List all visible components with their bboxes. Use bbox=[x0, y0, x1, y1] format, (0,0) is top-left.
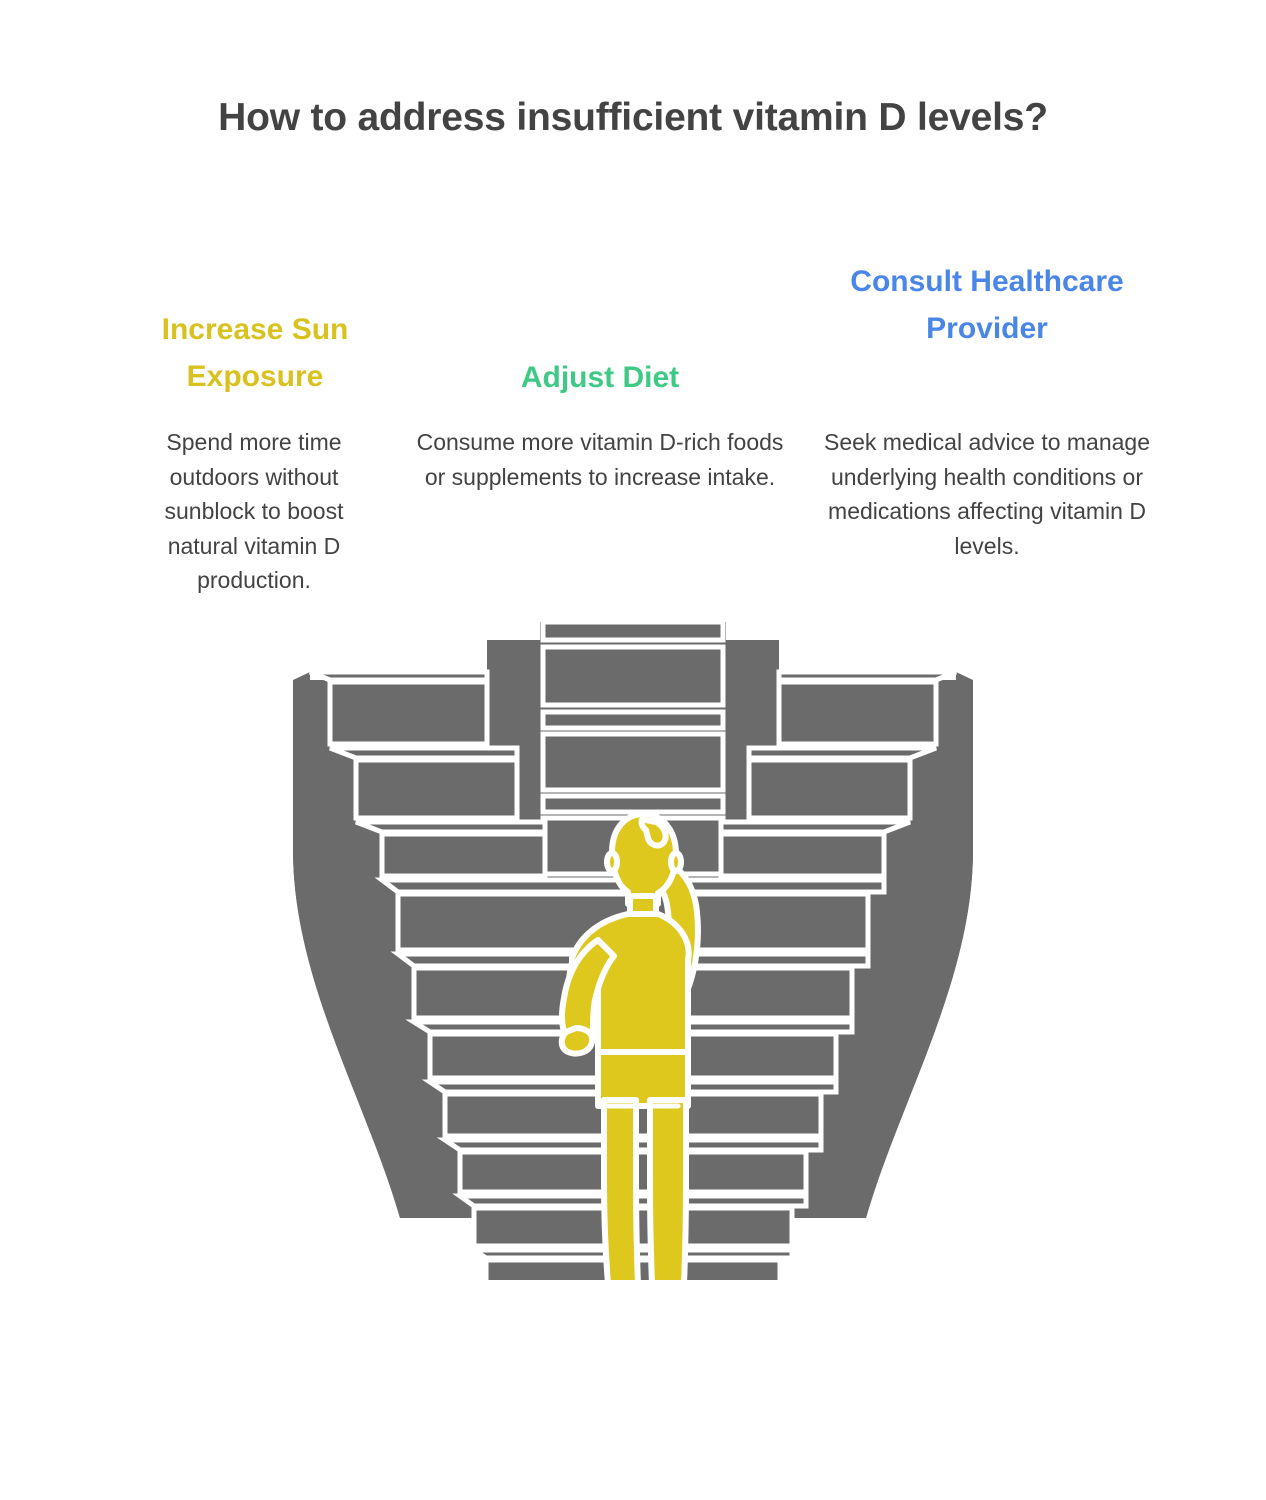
right-second-step-face bbox=[718, 819, 911, 835]
left-top-block-step-face bbox=[329, 745, 520, 761]
confused-person-figure bbox=[558, 811, 701, 1280]
column-heading-1: Increase Sun Exposure bbox=[161, 313, 349, 393]
top-step-blocks bbox=[309, 619, 957, 879]
illustration-stepped-funnel bbox=[0, 600, 1266, 1280]
left-third-block bbox=[379, 831, 548, 879]
columns-container: Increase Sun Exposure Spend more time ou… bbox=[0, 245, 1266, 615]
column-increase-sun-exposure: Increase Sun Exposure Spend more time ou… bbox=[0, 245, 390, 615]
top-center-block-2 bbox=[540, 731, 726, 793]
top-center-cap bbox=[540, 619, 726, 643]
column-body-3: Seek medical advice to manage underlying… bbox=[823, 429, 1151, 559]
column-consult-healthcare-provider: Consult Healthcare Provider Seek medical… bbox=[810, 245, 1230, 615]
person-leg-left bbox=[601, 1097, 641, 1280]
right-top-block-face bbox=[776, 669, 957, 683]
right-third-block bbox=[718, 831, 887, 879]
person-leg-right bbox=[647, 1097, 689, 1280]
right-top-block-step-face bbox=[746, 745, 937, 761]
top-center-cap-3 bbox=[540, 793, 726, 815]
right-top-block bbox=[776, 679, 939, 747]
left-top-block-face bbox=[309, 669, 490, 683]
top-center-block-1 bbox=[540, 644, 726, 708]
left-second-step-face bbox=[355, 819, 548, 835]
column-adjust-diet: Adjust Diet Consume more vitamin D-rich … bbox=[390, 245, 810, 615]
person-ear-left bbox=[604, 850, 620, 874]
left-second-block bbox=[353, 757, 520, 821]
funnel-right-outer-face bbox=[849, 672, 973, 1218]
person-ear-right bbox=[668, 850, 684, 874]
funnel-left-outer-face bbox=[293, 672, 417, 1218]
column-body-2: Consume more vitamin D-rich foods or sup… bbox=[416, 429, 784, 490]
top-center-cap-2 bbox=[540, 709, 726, 731]
column-heading-2: Adjust Diet bbox=[520, 361, 680, 394]
person-hand-on-hip bbox=[558, 1025, 596, 1057]
left-top-block bbox=[327, 679, 490, 747]
right-second-block bbox=[746, 757, 913, 821]
column-body-1: Spend more time outdoors without sunbloc… bbox=[164, 429, 344, 593]
page-title: How to address insufficient vitamin D le… bbox=[218, 96, 1048, 139]
person-hand-on-head bbox=[638, 816, 669, 849]
column-heading-3: Consult Healthcare Provider bbox=[850, 265, 1124, 345]
